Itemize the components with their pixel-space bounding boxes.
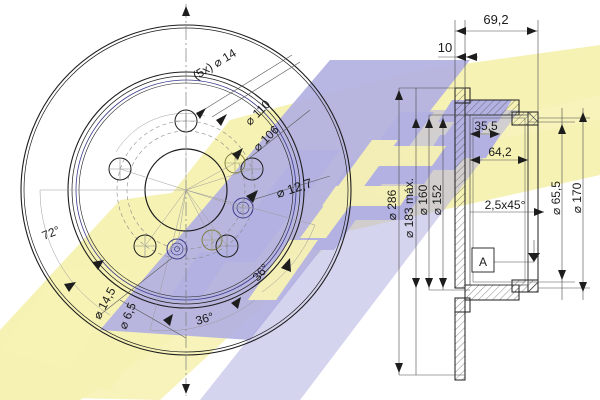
angle-36-arc-lower [149, 299, 256, 332]
label-dia-160: ⌀ 160 [416, 184, 430, 215]
label-dim-64-2: 64,2 [488, 145, 512, 159]
angle-36-arc-right [261, 224, 316, 293]
friction-ring-wall [527, 111, 539, 293]
section-profile [454, 87, 539, 381]
label-hat-thickness: 10 [438, 40, 452, 55]
label-dia-286: ⌀ 286 [385, 189, 399, 220]
label-angle-72: 72° [40, 223, 62, 243]
watermark-letter-highlights [248, 140, 446, 300]
label-chamfer: 2,5x45° [485, 198, 526, 212]
friction-ring-lower [511, 279, 539, 293]
section-v-labels: ⌀ 286 ⌀ 183 máx. ⌀ 160 ⌀ 152 ⌀ 65,5 ⌀ 17… [385, 178, 584, 238]
label-dia-170: ⌀ 170 [570, 182, 584, 213]
label-dia-152: ⌀ 152 [430, 184, 444, 215]
section-arrowheads [395, 27, 587, 373]
hat-bottom-leg [454, 297, 466, 381]
label-dia-183-max: ⌀ 183 máx. [402, 178, 416, 238]
hat-flange-lower [464, 284, 520, 301]
watermark-purple-slab-2 [200, 110, 520, 400]
bore-outline-2 [472, 117, 526, 283]
dimension-arrowheads [64, 6, 291, 394]
construction-arcs [39, 113, 316, 332]
hat-bottom-step [455, 297, 471, 313]
label-overall-width: 69,2 [483, 12, 508, 27]
detail-a-frame [471, 247, 495, 273]
label-angle-36-b: 36° [194, 309, 215, 328]
chamfer-line-bottom [527, 281, 539, 293]
hat-web [454, 87, 466, 289]
leader-lines [95, 54, 331, 339]
detail-a-box: A [471, 247, 495, 273]
rotor-outer-circle [20, 24, 352, 356]
icer-watermark [0, 45, 600, 400]
bore-outline [469, 114, 529, 286]
radial-rays [40, 121, 316, 331]
section-h-labels: 69,2 10 35,5 64,2 2,5x45° [438, 12, 526, 212]
watermark-tail [0, 270, 130, 370]
chamfer-line-top [527, 111, 539, 123]
section-inner-outlines [469, 111, 539, 293]
label-dim-35-5: 35,5 [474, 119, 498, 133]
label-dia-65-5: ⌀ 65,5 [549, 181, 563, 215]
angle-72-arc [39, 189, 111, 316]
label-detail-ref: A [479, 255, 487, 269]
arc-upper-left [115, 113, 206, 153]
hat-flange-upper [464, 99, 520, 116]
